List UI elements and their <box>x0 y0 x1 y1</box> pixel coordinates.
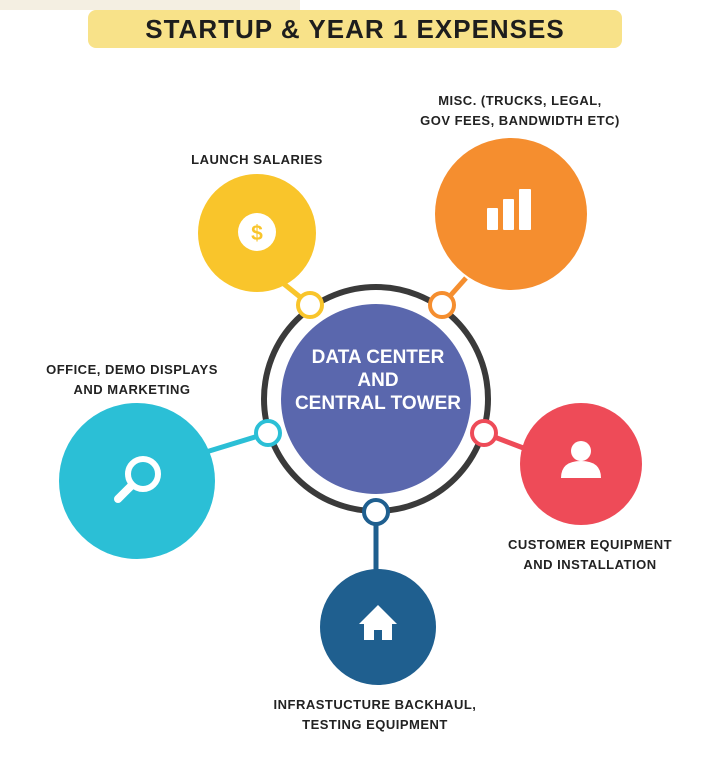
label-customer-equipment-line-2: AND INSTALLATION <box>523 557 657 572</box>
label-office: OFFICE, DEMO DISPLAYS AND MARKETING <box>27 360 237 400</box>
ring-dot-office <box>254 419 282 447</box>
ring-dot-misc <box>428 291 456 319</box>
label-office-line-2: AND MARKETING <box>73 382 191 397</box>
svg-text:$: $ <box>251 222 263 245</box>
center-circle <box>281 304 471 494</box>
user-icon <box>561 441 601 478</box>
center-label: DATA CENTER AND CENTRAL TOWER <box>283 346 473 415</box>
dollar-coin-icon: $ <box>238 213 276 251</box>
ring-dot-infrastructure <box>362 498 390 526</box>
label-customer-equipment-line-1: CUSTOMER EQUIPMENT <box>507 537 673 552</box>
ring-dot-customer-equipment <box>470 419 498 447</box>
label-launch-salaries-line-1: LAUNCH SALARIES <box>191 152 323 167</box>
label-infrastructure-line-1: INFRASTUCTURE BACKHAUL, <box>273 697 477 712</box>
ring-dot-launch-salaries <box>296 291 324 319</box>
label-misc-line-1: MISC. (TRUCKS, LEGAL, <box>438 93 602 108</box>
label-infrastructure-line-2: TESTING EQUIPMENT <box>302 717 448 732</box>
node-office <box>59 403 215 559</box>
center-label-line-3: CENTRAL TOWER <box>294 393 462 414</box>
label-misc-line-2: GOV FEES, BANDWIDTH ETC) <box>420 113 620 128</box>
center-label-line-1: DATA CENTER <box>311 347 445 368</box>
top-decoration <box>0 0 300 10</box>
bar-chart-icon <box>487 189 531 230</box>
label-launch-salaries: LAUNCH SALARIES <box>177 150 337 170</box>
label-infrastructure: INFRASTUCTURE BACKHAUL, TESTING EQUIPMEN… <box>250 695 500 735</box>
label-customer-equipment: CUSTOMER EQUIPMENT AND INSTALLATION <box>485 535 695 575</box>
page-title: STARTUP & YEAR 1 EXPENSES <box>145 13 565 44</box>
label-office-line-1: OFFICE, DEMO DISPLAYS <box>46 362 218 377</box>
house-icon <box>359 605 397 640</box>
search-icon <box>114 456 161 503</box>
center-label-line-2: AND <box>357 370 399 391</box>
label-misc: MISC. (TRUCKS, LEGAL, GOV FEES, BANDWIDT… <box>400 91 640 131</box>
title-banner: STARTUP & YEAR 1 EXPENSES <box>88 10 622 48</box>
